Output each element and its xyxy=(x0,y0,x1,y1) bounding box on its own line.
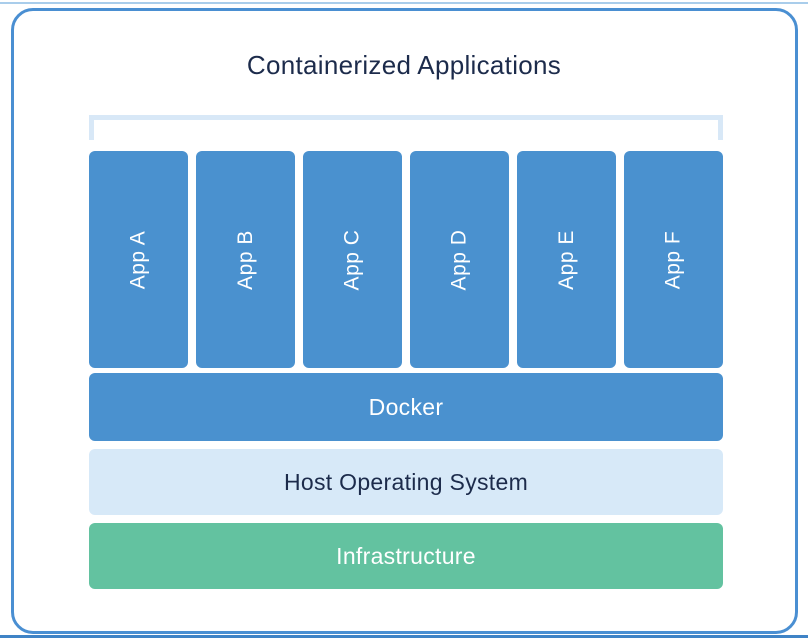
host-os-layer-bar: Host Operating System xyxy=(89,449,723,515)
app-label: App B xyxy=(233,229,257,290)
diagram-title: Containerized Applications xyxy=(246,50,562,80)
docker-layer-bar: Docker xyxy=(89,373,723,441)
apps-row: App A App B App C App D App E App F xyxy=(89,151,723,368)
app-box-d: App D xyxy=(410,151,509,368)
app-label: App C xyxy=(340,229,364,290)
app-label: App D xyxy=(447,229,471,290)
bottom-edge-line xyxy=(0,635,808,638)
app-box-c: App C xyxy=(303,151,402,368)
app-box-f: App F xyxy=(624,151,723,368)
app-label: App E xyxy=(554,229,578,290)
app-box-b: App B xyxy=(196,151,295,368)
app-label: App A xyxy=(126,230,150,289)
app-box-e: App E xyxy=(517,151,616,368)
top-edge-line xyxy=(0,2,808,4)
apps-group-bracket xyxy=(89,115,723,140)
app-box-a: App A xyxy=(89,151,188,368)
app-label: App F xyxy=(661,230,685,289)
infrastructure-layer-bar: Infrastructure xyxy=(89,523,723,589)
